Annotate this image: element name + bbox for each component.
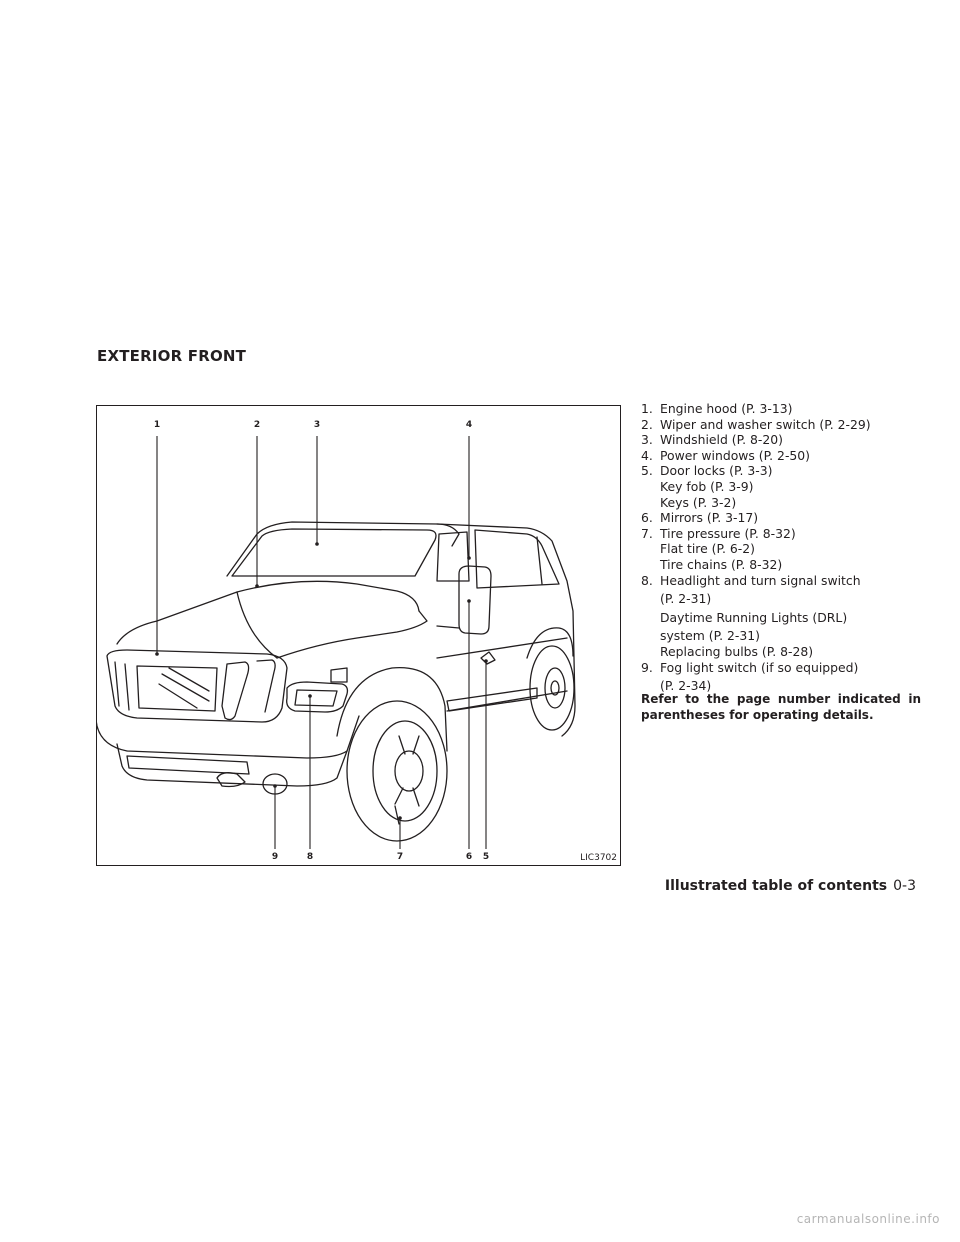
legend-item: 4. Power windows (P. 2-50): [641, 448, 921, 464]
callout-6: 6: [465, 852, 473, 862]
legend-number: 7.: [641, 525, 653, 541]
legend-text: Flat tire (P. 6-2): [660, 541, 755, 557]
page-footer: Illustrated table of contents 0-3: [665, 878, 916, 894]
legend-number: 6.: [641, 510, 653, 526]
legend-text: Engine hood (P. 3-13): [660, 401, 793, 416]
callout-3: 3: [313, 420, 321, 430]
legend-text: Power windows (P. 2-50): [660, 447, 811, 463]
legend-item: 2. Wiper and washer switch (P. 2-29): [641, 417, 921, 433]
legend-number: 4.: [641, 447, 653, 463]
legend-item: 8. Headlight and turn signal switch (P. …: [641, 573, 921, 660]
legend-text: Door locks (P. 3-3): [660, 463, 773, 479]
legend-text: Windshield (P. 8-20): [660, 432, 783, 448]
legend-text: (P. 2-31): [660, 591, 712, 607]
callout-1: 1: [153, 420, 161, 430]
legend-item: 5. Door locks (P. 3-3) Key fob (P. 3-9) …: [641, 463, 921, 510]
legend-number: 5.: [641, 463, 653, 479]
legend-item: 3. Windshield (P. 8-20): [641, 432, 921, 448]
legend-number: 9.: [641, 659, 653, 675]
legend-number: 8.: [641, 572, 653, 588]
legend-list: 1. Engine hood (P. 3-13) 2. Wiper and wa…: [641, 401, 921, 694]
reference-note: Refer to the page number indicated in pa…: [641, 692, 921, 722]
watermark: carmanualsonline.info: [796, 1212, 940, 1226]
page-number: 0-3: [893, 878, 916, 894]
section-title: EXTERIOR FRONT: [97, 347, 247, 365]
legend-text: Headlight and turn signal switch: [660, 572, 861, 588]
legend-item: 6. Mirrors (P. 3-17): [641, 510, 921, 526]
legend-number: 3.: [641, 432, 653, 448]
legend-text: Tire chains (P. 8-32): [660, 556, 783, 572]
legend-text: (P. 2-34): [660, 678, 712, 694]
legend-text: Key fob (P. 3-9): [660, 478, 754, 494]
footer-section-title: Illustrated table of contents: [664, 878, 888, 894]
callout-5: 5: [482, 852, 490, 862]
legend-text: Replacing bulbs (P. 8-28): [660, 643, 814, 659]
legend-text: Daytime Running Lights (DRL): [660, 609, 848, 625]
legend-item: 7. Tire pressure (P. 8-32) Flat tire (P.…: [641, 526, 921, 573]
legend-text: Mirrors (P. 3-17): [660, 510, 759, 526]
exterior-front-illustration: 1 2 3 4 5 6 7 8 9 LIC3702: [96, 405, 621, 866]
legend-number: 1.: [641, 401, 653, 416]
figure-code: LIC3702: [580, 853, 617, 863]
callout-7: 7: [396, 852, 404, 862]
legend-text: Tire pressure (P. 8-32): [660, 525, 796, 541]
legend-item: 9. Fog light switch (if so equipped) (P.…: [641, 660, 921, 694]
van-drawing: [97, 436, 576, 849]
legend-item: 1. Engine hood (P. 3-13): [641, 401, 921, 417]
legend-text: Wiper and washer switch (P. 2-29): [660, 416, 871, 432]
callout-4: 4: [465, 420, 473, 430]
callout-8: 8: [306, 852, 314, 862]
callout-9: 9: [271, 852, 279, 862]
legend-text: system (P. 2-31): [660, 628, 760, 644]
callout-2: 2: [253, 420, 261, 430]
legend-text: Keys (P. 3-2): [660, 494, 737, 510]
legend-number: 2.: [641, 416, 653, 432]
legend-text: Fog light switch (if so equipped): [660, 659, 859, 675]
